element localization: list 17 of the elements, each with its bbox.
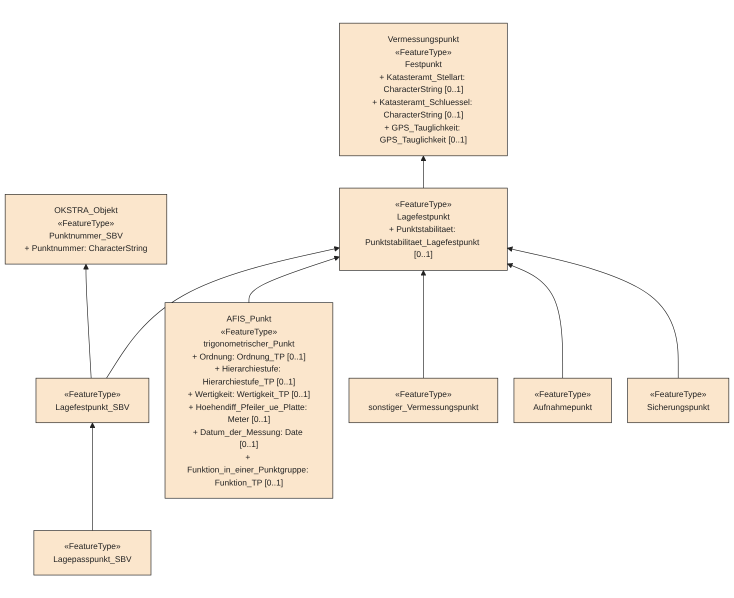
node-box: OKSTRA_Objekt «FeatureType» Punktnummer_SBV + Punktnummer: CharacterString — [4, 194, 168, 264]
node-box: «FeatureType» Lagefestpunkt + Punktstabilitaet: Punktstabilitaet_Lagefestpunkt [0..1] — [339, 188, 508, 271]
node-box: AFIS_Punkt «FeatureType» trigonometrischer_Punkt + Ordnung: Ordnung_TP [0..1] + Hierarchiestufe: Hierarchiestufe_TP [0..1] + Wertigkeit: Wertigkeit_TP [0..1] + Hoehendiff_Pfeiler_ue_Platte: Meter [0..1] + Datum_der_Messung: Date [0..1] + Funktion_in_einer_Punktgruppe: Funktion_TP [0..1] — [164, 302, 334, 498]
arrow — [420, 270, 426, 378]
node-box: «FeatureType» Sicherungspunkt — [627, 378, 730, 423]
node-box: «FeatureType» Lagefestpunkt_SBV — [36, 378, 150, 423]
arrow — [507, 262, 564, 378]
node-box: Vermessungspunkt «FeatureType» Festpunkt + Katasteramt_Stellart: CharacterString [0..1] + Katasteramt_Schluessel: CharacterString [0..1] + GPS_Tauglichkeit: GPS_Tauglichkeit [0..1] — [339, 22, 508, 156]
arrow — [106, 246, 340, 378]
arrow — [507, 246, 679, 378]
arrow — [248, 256, 340, 303]
node-box: «FeatureType» Aufnahmepunkt — [514, 378, 612, 423]
node-box: «FeatureType» Lagepasspunkt_SBV — [34, 530, 152, 576]
arrow — [90, 422, 96, 531]
node-box: «FeatureType» sonstiger_Vermessungspunkt — [348, 378, 498, 423]
arrow — [420, 155, 426, 188]
arrow — [83, 264, 92, 378]
